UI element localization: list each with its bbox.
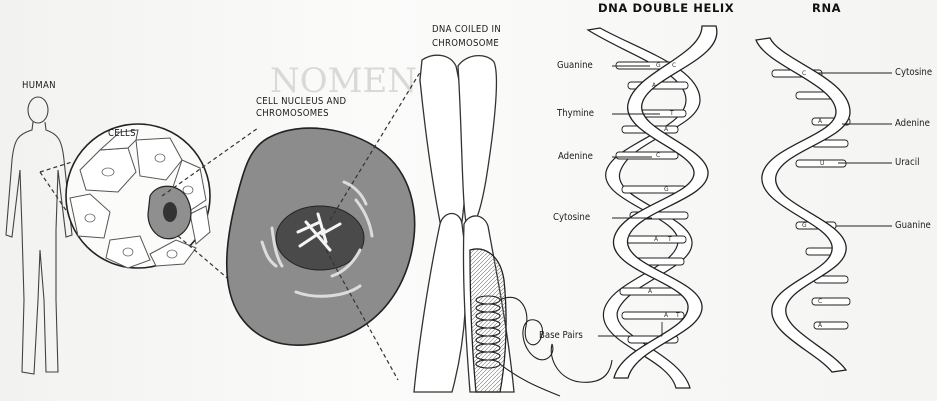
svg-text:G: G <box>656 62 661 69</box>
dna-label-cytosine: Cytosine <box>553 212 591 223</box>
svg-text:C: C <box>672 62 676 69</box>
human-figure <box>5 96 73 375</box>
svg-text:A: A <box>664 312 669 319</box>
cells-label: CELLS <box>108 128 136 139</box>
svg-text:C: C <box>802 70 806 77</box>
svg-text:C: C <box>818 298 822 305</box>
svg-text:T: T <box>669 110 674 117</box>
svg-text:G: G <box>802 222 807 229</box>
human-label: HUMAN <box>22 80 56 91</box>
svg-text:A: A <box>654 236 659 243</box>
svg-text:A: A <box>818 118 823 125</box>
dna-label-guanine: Guanine <box>557 60 593 71</box>
dna-label-base-pairs: Base Pairs <box>539 330 583 341</box>
zoom-lines-nucleus <box>325 55 431 381</box>
svg-text:A: A <box>664 126 669 133</box>
rna-strand: C A U G C A <box>755 37 851 373</box>
rna-label-guanine: Guanine <box>895 220 931 231</box>
dna-leader-lines <box>598 65 663 337</box>
rna-label-adenine: Adenine <box>895 118 930 129</box>
rna-leader-lines <box>818 72 892 227</box>
dna-label-adenine: Adenine <box>558 151 593 162</box>
svg-text:T: T <box>675 312 680 319</box>
svg-text:T: T <box>667 236 672 243</box>
coiled-label-line2: CHROMOSOME <box>432 38 500 49</box>
dna-heading: DNA DOUBLE HELIX <box>598 1 735 15</box>
svg-text:A: A <box>652 82 657 89</box>
rna-label-cytosine: Cytosine <box>895 67 933 78</box>
svg-text:A: A <box>648 288 653 295</box>
rna-label-uracil: Uracil <box>895 157 920 168</box>
svg-text:G: G <box>664 186 669 193</box>
coiled-label-line1: DNA COILED IN <box>432 24 502 35</box>
svg-text:A: A <box>818 322 823 329</box>
cells-circle <box>65 123 211 269</box>
svg-text:C: C <box>656 152 660 159</box>
rna-heading: RNA <box>812 1 842 15</box>
dna-label-thymine: Thymine <box>557 108 595 119</box>
cell-nucleus-shape <box>225 127 416 346</box>
nucleus-label-line1: CELL NUCLEUS AND <box>256 96 347 107</box>
coiled-dna <box>475 295 613 397</box>
nucleus-label-line2: CHROMOSOMES <box>256 108 329 119</box>
svg-text:U: U <box>820 160 824 167</box>
